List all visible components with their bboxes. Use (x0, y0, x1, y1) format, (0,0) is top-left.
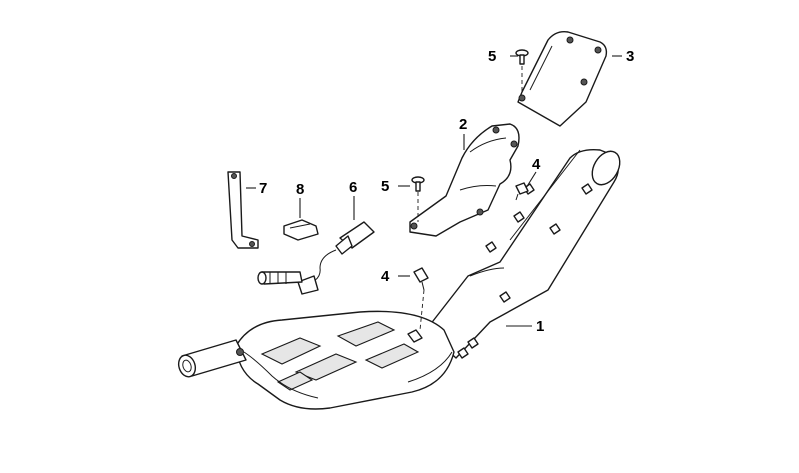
callout-4-lower: 4 (381, 268, 390, 285)
callout-5-middle: 5 (381, 178, 389, 195)
screw-middle (411, 176, 425, 192)
callout-3: 3 (626, 48, 634, 65)
leader-4a (525, 171, 537, 189)
callout-7: 7 (259, 180, 267, 197)
screw-upper (515, 49, 529, 65)
lambda-sensor (257, 221, 375, 295)
callout-5-upper: 5 (488, 48, 496, 65)
clip-nut-lower (413, 267, 429, 291)
hanger-bracket (227, 171, 259, 249)
rear-silencer-assembly (177, 148, 621, 410)
callout-8: 8 (296, 181, 304, 198)
callout-1: 1 (536, 318, 544, 335)
retaining-clip (283, 219, 319, 241)
heat-shield-upper (517, 30, 608, 127)
heat-shield-middle (409, 123, 520, 237)
callout-2: 2 (459, 116, 467, 133)
clip-nut-upper (515, 182, 529, 201)
callout-4-upper: 4 (532, 156, 541, 173)
callout-6: 6 (349, 179, 357, 196)
